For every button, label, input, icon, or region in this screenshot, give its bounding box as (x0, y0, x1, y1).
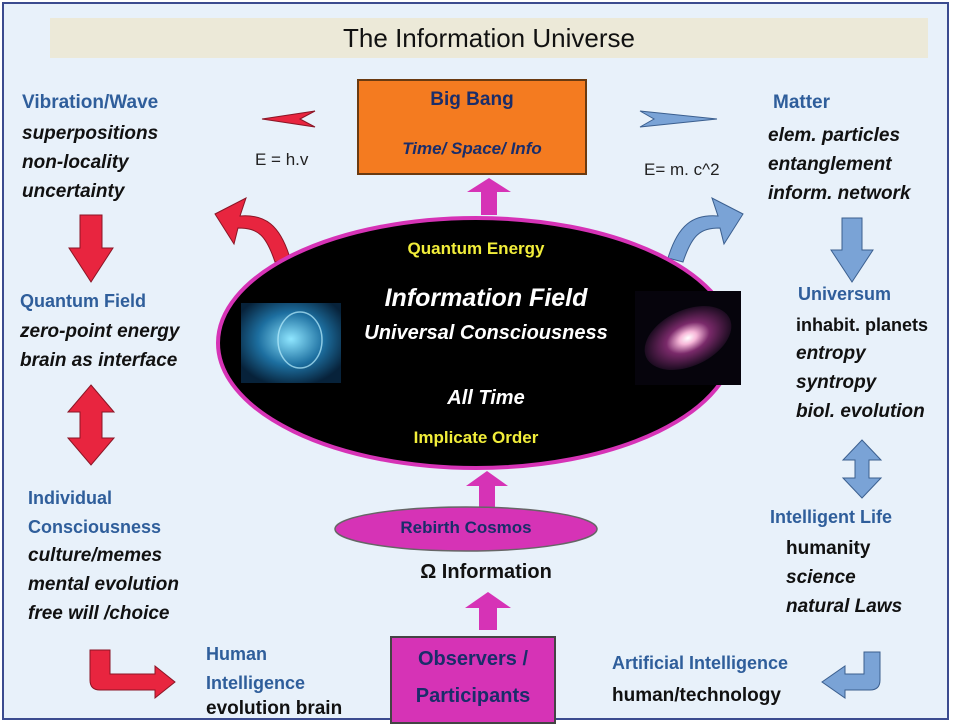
curved-arrow-human (89, 649, 176, 700)
arrow-to-matter (639, 110, 718, 128)
intelligent-life-line: science (786, 567, 856, 588)
human-intelligence-line: evolution brain (206, 698, 343, 719)
rebirth-ellipse (334, 506, 598, 552)
rebirth-cosmos-label: Rebirth Cosmos (400, 518, 532, 537)
information-field-label: Information Field (384, 284, 588, 312)
quantum-field-line: zero-point energy (20, 321, 180, 342)
artificial-line: human/technology (612, 685, 781, 706)
vibration-heading: Vibration/Wave (22, 92, 159, 113)
individual-line: culture/memes (28, 545, 163, 566)
arrow-double-left (66, 384, 116, 466)
vibration-line: superpositions (22, 123, 159, 144)
intelligent-life-line: natural Laws (786, 596, 903, 617)
matter-list: elem. particles entanglement inform. net… (768, 121, 911, 208)
curved-arrow-artificial (821, 651, 881, 699)
all-time-label: All Time (447, 387, 525, 409)
vibration-line: uncertainty (22, 181, 125, 202)
universum-line: syntropy (796, 372, 877, 393)
quantum-field-list: zero-point energy brain as interface (20, 317, 179, 375)
human-heading-2: Intelligence (206, 673, 306, 693)
big-bang-title: Big Bang (430, 89, 514, 110)
matter-line: elem. particles (768, 125, 901, 146)
quantum-field-line: brain as interface (20, 350, 178, 371)
matter-line: entanglement (768, 154, 892, 175)
observers-line-2: Participants (415, 685, 531, 707)
brain-image (241, 303, 341, 383)
curved-arrow-left (214, 196, 291, 263)
big-bang-box: Big Bang Time/ Space/ Info (357, 79, 587, 175)
quantum-field-heading: Quantum Field (20, 291, 146, 311)
observers-box: Observers / Participants (390, 636, 556, 724)
individual-heading-2: Consciousness (28, 517, 162, 537)
artificial-heading: Artificial Intelligence (612, 653, 789, 673)
individual-line: mental evolution (28, 574, 179, 595)
intelligent-life-list: science natural Laws (786, 563, 902, 621)
arrow-down-quantum-field (68, 214, 114, 283)
intelligent-life-line-1: humanity (786, 538, 871, 559)
arrow-down-universum (830, 217, 874, 283)
arrow-double-right (841, 439, 883, 499)
vibration-line: non-locality (22, 152, 129, 173)
individual-line: free will /choice (28, 603, 170, 624)
individual-list: culture/memes mental evolution free will… (28, 541, 179, 628)
matter-line: inform. network (768, 183, 911, 204)
formula-einstein: E= m. c^2 (644, 160, 720, 179)
curved-arrow-right (667, 196, 744, 263)
human-heading-1: Human (206, 644, 268, 664)
individual-heading-1: Individual (28, 488, 113, 508)
big-bang-subtitle: Time/ Space/ Info (402, 139, 542, 158)
vibration-list: superpositions non-locality uncertainty (22, 119, 158, 206)
universal-consciousness-label: Universal Consciousness (364, 322, 608, 344)
intelligent-life-heading: Intelligent Life (770, 507, 893, 527)
implicate-order-label: Implicate Order (413, 428, 539, 447)
universum-line-1: inhabit. planets (796, 315, 929, 335)
matter-heading: Matter (773, 92, 831, 113)
universum-line: biol. evolution (796, 401, 925, 422)
human-intelligence-heading: Human Intelligence (206, 640, 305, 698)
universum-heading: Universum (798, 284, 892, 304)
arrow-up-omega (479, 602, 497, 630)
individual-heading: Individual Consciousness (28, 484, 161, 542)
page-title: The Information Universe (50, 18, 928, 58)
omega-information-label: Ω Information (420, 561, 552, 583)
observers-line-1: Observers / (417, 648, 529, 670)
universum-line: entropy (796, 343, 866, 364)
arrow-to-vibration (261, 110, 316, 128)
formula-planck: E = h.v (255, 150, 309, 169)
universum-list: entropy syntropy biol. evolution (796, 339, 925, 426)
quantum-energy-label: Quantum Energy (407, 239, 545, 258)
